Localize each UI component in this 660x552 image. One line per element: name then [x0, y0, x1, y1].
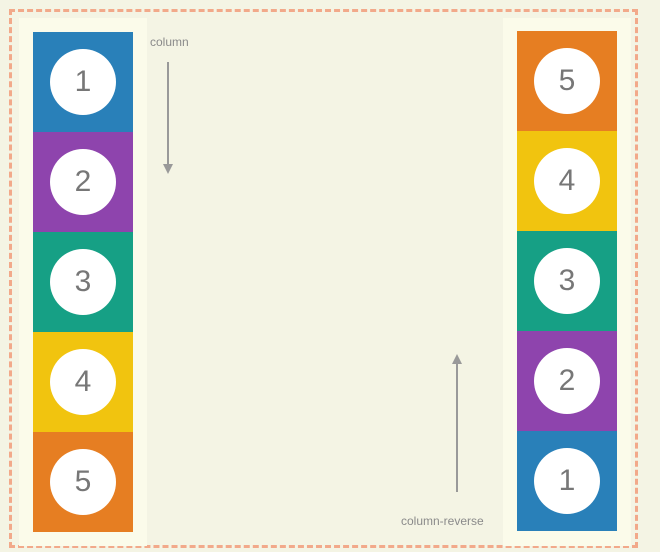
item-number: 5: [534, 48, 600, 114]
flex-item-1: 1: [517, 431, 617, 531]
flex-item-4: 4: [33, 332, 133, 432]
item-number: 1: [534, 448, 600, 514]
item-number: 3: [534, 248, 600, 314]
flex-item-3: 3: [517, 231, 617, 331]
column-reverse-label: column-reverse: [401, 514, 484, 528]
arrow-down-icon: [163, 62, 173, 174]
flex-item-4: 4: [517, 131, 617, 231]
item-number: 1: [50, 49, 116, 115]
column-stack: 1 2 3 4 5: [33, 32, 133, 532]
flex-item-5: 5: [517, 31, 617, 131]
item-number: 4: [534, 148, 600, 214]
column-container: 1 2 3 4 5: [19, 18, 147, 546]
item-number: 5: [50, 449, 116, 515]
dashed-frame: [9, 9, 638, 548]
item-number: 4: [50, 349, 116, 415]
flex-item-1: 1: [33, 32, 133, 132]
column-reverse-container: 1 2 3 4 5: [503, 18, 631, 546]
flex-item-3: 3: [33, 232, 133, 332]
flex-item-2: 2: [33, 132, 133, 232]
item-number: 2: [50, 149, 116, 215]
flex-item-5: 5: [33, 432, 133, 532]
flex-item-2: 2: [517, 331, 617, 431]
item-number: 2: [534, 348, 600, 414]
column-reverse-stack: 1 2 3 4 5: [517, 31, 617, 531]
column-label: column: [150, 35, 189, 49]
arrow-up-icon: [452, 354, 462, 492]
item-number: 3: [50, 249, 116, 315]
